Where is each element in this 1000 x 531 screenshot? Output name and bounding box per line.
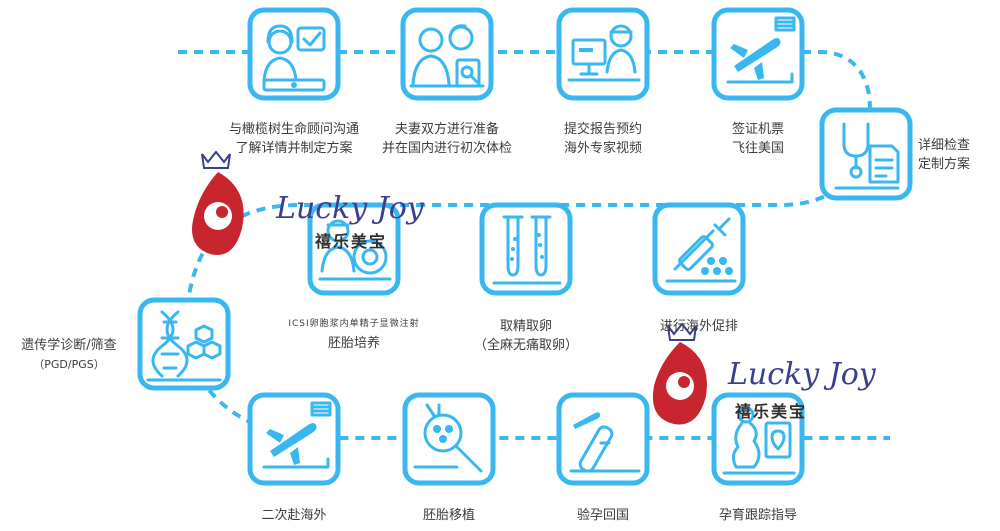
step-card-10	[250, 395, 338, 483]
step-label-11: 胚胎移植	[379, 506, 519, 525]
step-card-1	[250, 10, 338, 98]
logo-brand-cn-2: 禧乐美宝	[735, 398, 807, 422]
step-label-13: 孕育跟踪指导	[688, 506, 828, 525]
step-label-3: 提交报告预约海外专家视频	[523, 120, 683, 158]
step-card-9	[140, 300, 228, 388]
step-card-12	[559, 395, 647, 483]
logo-brand-text: Lucky Joy	[275, 191, 425, 226]
logo-brand-text: Lucky Joy	[727, 357, 877, 392]
logo-brand-cn-1: 禧乐美宝	[315, 228, 387, 252]
step-label-6: 进行海外促排	[629, 317, 769, 336]
step-label-10: 二次赴海外	[224, 506, 364, 525]
step-card-7	[482, 205, 570, 293]
step-label-7: 取精取卵（全麻无痛取卵）	[456, 317, 596, 355]
step-label-4: 签证机票飞往美国	[678, 120, 838, 158]
step-card-2	[403, 10, 491, 98]
step-card-11	[405, 395, 493, 483]
step-card-4	[714, 10, 802, 98]
step-card-3	[559, 10, 647, 98]
step-label-1: 与橄榄树生命顾问沟通了解详情并制定方案	[214, 120, 374, 158]
step-label-2: 夫妻双方进行准备并在国内进行初次体检	[367, 120, 527, 158]
step-label-9: 遗传学诊断/筛查（PGD/PGS）	[4, 336, 134, 374]
step-label-5: 详细检查定制方案	[918, 136, 998, 174]
step-label-8: ICSI卵胞浆内单精子显微注射胚胎培养	[264, 315, 444, 353]
step-card-6	[655, 205, 743, 293]
step-label-12: 验孕回国	[533, 506, 673, 525]
